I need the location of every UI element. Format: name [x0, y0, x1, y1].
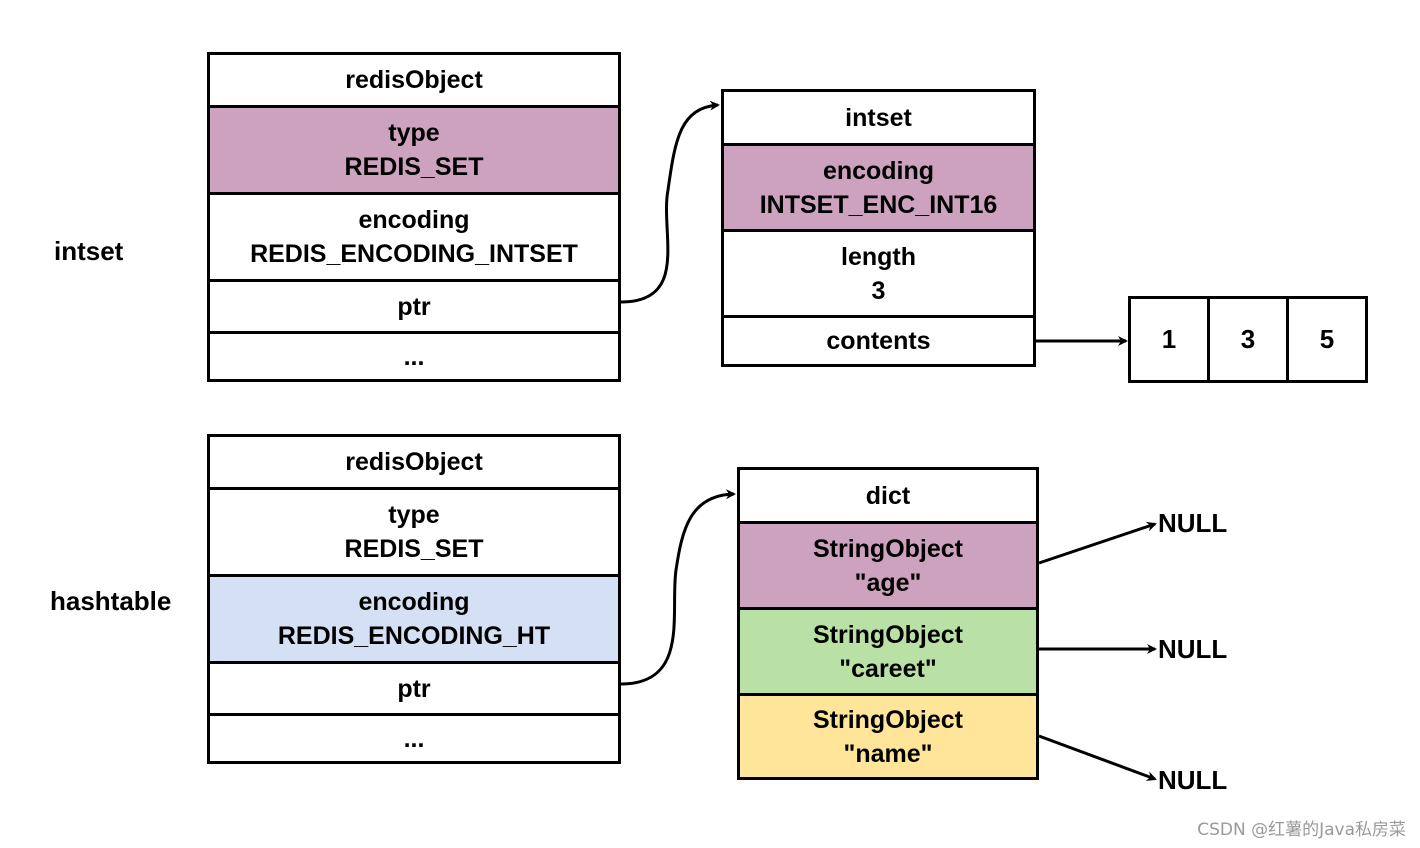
null-arrow-age — [1038, 521, 1157, 565]
length-value: 3 — [871, 276, 886, 305]
contents-label: contents — [826, 327, 931, 355]
dict-entry-careet: StringObject "careet" — [740, 610, 1036, 696]
intset-redis-object: redisObject type REDIS_SET encoding REDI… — [207, 52, 621, 382]
ellipsis-text: ... — [403, 342, 425, 371]
redis-object-header: redisObject — [210, 55, 618, 108]
array-item: 3 — [1210, 299, 1289, 380]
array-item: 1 — [1131, 299, 1210, 380]
type-label: type — [388, 119, 440, 147]
header-text: redisObject — [345, 448, 483, 476]
type-value: REDIS_SET — [344, 535, 484, 563]
null-label: NULL — [1158, 765, 1228, 795]
dict-header: dict — [740, 470, 1036, 524]
array-item: 5 — [1319, 324, 1335, 354]
ptr-cell: ptr — [210, 282, 618, 334]
intset-encoding-cell: encoding INTSET_ENC_INT16 — [724, 146, 1033, 232]
intset-length-cell: length 3 — [724, 232, 1033, 318]
ptr-cell: ptr — [210, 664, 618, 716]
encoding-cell: encoding REDIS_ENCODING_INTSET — [210, 195, 618, 282]
entry-label: StringObject — [812, 534, 963, 563]
hashtable-redis-object: redisObject type REDIS_SET encoding REDI… — [207, 434, 621, 764]
intset-contents-cell: contents — [724, 318, 1033, 364]
hashtable-ptr-arrow — [620, 489, 736, 686]
encoding-value: REDIS_ENCODING_INTSET — [250, 240, 578, 268]
entry-value: "age" — [854, 568, 922, 597]
type-label: type — [388, 501, 440, 529]
entry-value: "name" — [843, 739, 933, 768]
watermark-text: CSDN @红薯的Java私房菜 — [1197, 820, 1406, 840]
contents-array: 1 3 5 — [1128, 296, 1368, 383]
encoding-value: REDIS_ENCODING_HT — [277, 622, 551, 650]
encoding-label: encoding — [358, 206, 470, 234]
entry-value: "careet" — [839, 654, 937, 683]
entry-label: StringObject — [812, 620, 963, 649]
intset-ptr-arrow — [620, 100, 720, 304]
type-value: REDIS_SET — [344, 153, 484, 181]
null-arrow-name — [1038, 734, 1157, 781]
dict-entry-age: StringObject "age" — [740, 524, 1036, 610]
intset-section-label: intset — [54, 236, 124, 266]
ellipsis-text: ... — [403, 724, 425, 753]
entry-label: StringObject — [812, 705, 963, 734]
type-cell: type REDIS_SET — [210, 490, 618, 577]
more-cell: ... — [210, 716, 618, 761]
dict-entry-name: StringObject "name" — [740, 696, 1036, 777]
redis-object-header: redisObject — [210, 437, 618, 490]
header-text: dict — [865, 481, 911, 510]
ptr-label: ptr — [397, 292, 431, 321]
hashtable-section-label: hashtable — [50, 586, 172, 616]
encoding-label: encoding — [822, 156, 935, 185]
header-text: intset — [845, 103, 912, 132]
null-label: NULL — [1158, 508, 1228, 538]
length-label: length — [841, 242, 916, 271]
ptr-label: ptr — [397, 674, 431, 703]
dict-struct: dict StringObject "age" StringObject "ca… — [737, 467, 1039, 780]
encoding-value: INTSET_ENC_INT16 — [759, 190, 998, 219]
type-cell: type REDIS_SET — [210, 108, 618, 195]
header-text: redisObject — [345, 66, 483, 94]
intset-header: intset — [724, 92, 1033, 146]
null-label: NULL — [1158, 634, 1228, 664]
more-cell: ... — [210, 334, 618, 379]
intset-struct: intset encoding INTSET_ENC_INT16 length … — [721, 89, 1036, 367]
encoding-label: encoding — [358, 588, 470, 616]
encoding-cell: encoding REDIS_ENCODING_HT — [210, 577, 618, 664]
